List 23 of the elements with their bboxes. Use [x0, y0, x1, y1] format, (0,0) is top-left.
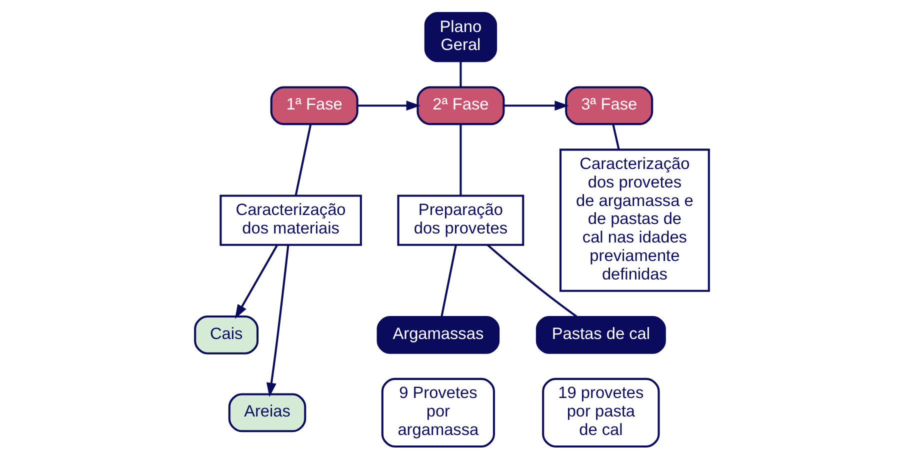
connector	[440, 244, 457, 316]
node-box: Argamassas	[376, 316, 500, 354]
node-box: Preparação dos provetes	[397, 194, 524, 246]
node-box: 2ª Fase	[416, 86, 505, 126]
connector	[612, 124, 620, 150]
node-box: 9 Provetes por argamassa	[381, 378, 495, 448]
node-box: Areias	[228, 393, 306, 432]
node-box: Pastas de cal	[536, 316, 666, 354]
node-box: 3ª Fase	[565, 86, 654, 126]
node-box: Caracterização dos materiais	[220, 194, 362, 246]
node-box: 1ª Fase	[270, 86, 358, 126]
node-box: Cais	[194, 315, 259, 354]
connector	[294, 124, 312, 196]
node-box: Caracterização dos provetes de argamassa e de pastas de cal nas idades previamente definidas	[559, 148, 710, 292]
connector	[460, 124, 462, 196]
connector	[460, 62, 462, 88]
arrow	[358, 100, 421, 111]
node-box: 19 provetes por pasta de cal	[542, 378, 660, 448]
connector	[486, 244, 578, 318]
arrow	[504, 100, 570, 111]
node-box: Plano Geral	[424, 12, 498, 62]
arrow	[266, 245, 290, 398]
arrow	[234, 244, 278, 319]
